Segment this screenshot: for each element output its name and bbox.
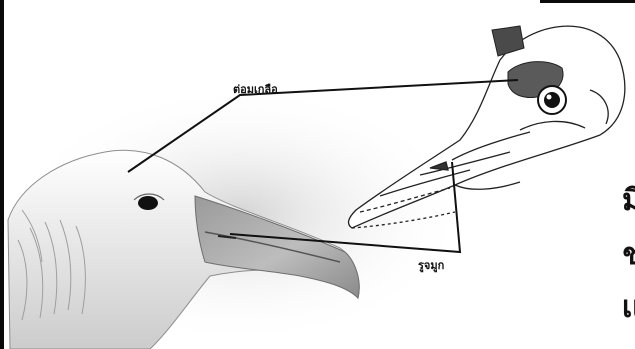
side-text-line-2: ช่ <box>622 240 635 270</box>
side-text-line-1: มี <box>622 186 635 216</box>
nostril-label: รูจมูก <box>418 256 444 274</box>
salt-gland-label: ต่อมเกลือ <box>233 80 278 98</box>
skull-eye-icon <box>538 86 566 114</box>
eye-icon <box>138 196 158 210</box>
side-text-line-3: เเ <box>622 293 635 323</box>
